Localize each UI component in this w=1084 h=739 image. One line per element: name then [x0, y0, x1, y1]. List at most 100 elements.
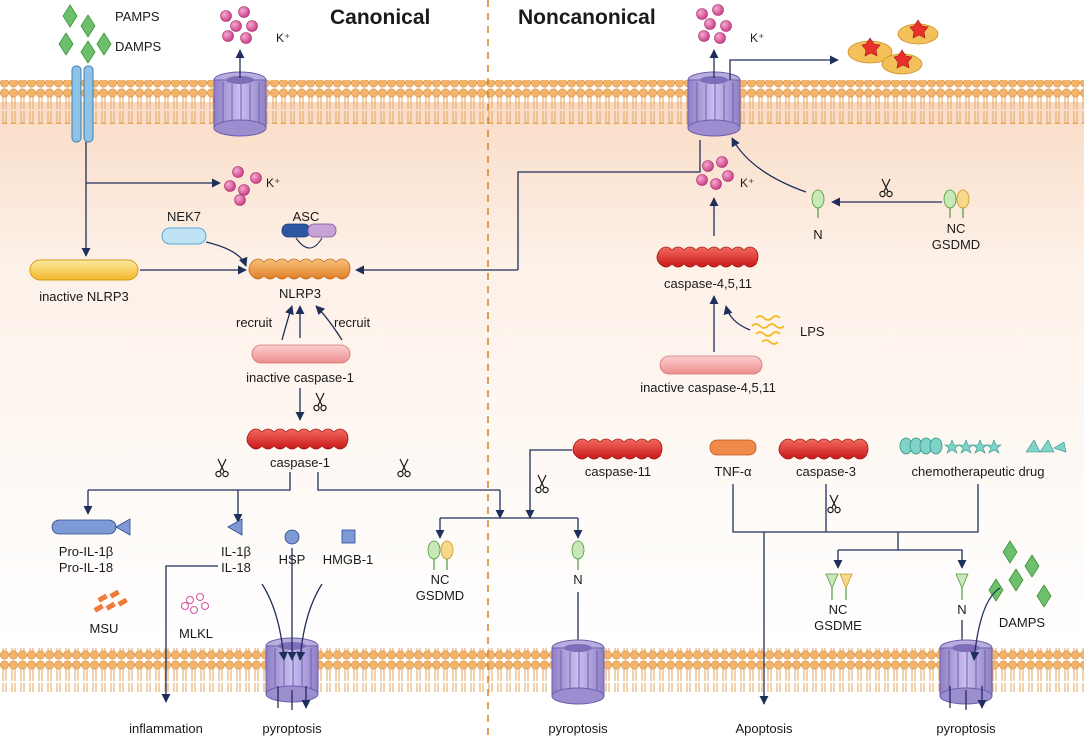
caspase-11-shape: [572, 438, 663, 460]
hmgb1-release-arrow: [296, 583, 323, 661]
n-top-right-label: N: [813, 227, 822, 242]
nlrp3-label: NLRP3: [279, 286, 321, 301]
asc-card-shape: [307, 223, 337, 238]
gsdmd-full-length-icon: [427, 540, 454, 570]
caspase-11-label: caspase-11: [585, 464, 651, 479]
inactive-nlrp3-shape: [29, 259, 139, 281]
canonical-heading: Canonical: [330, 6, 430, 29]
gsdme-label: GSDME: [814, 618, 862, 633]
arrow-nek7-to-nlrp3: [205, 241, 248, 267]
pro-il1b-label: Pro-IL-1β: [59, 544, 113, 559]
apoptosis-convergence-line: [732, 484, 979, 533]
pore-efflux-arrows-right: [949, 686, 982, 710]
il-release-arrow: [261, 583, 288, 661]
il1b-label: IL-1β: [221, 544, 251, 559]
tnf-alpha-label: TNF-α: [714, 464, 752, 479]
gsdme-n-terminal-icon: [955, 573, 969, 600]
caspase-3-label: caspase-3: [796, 464, 856, 479]
gsdmd-mid-label: GSDMD: [416, 588, 464, 603]
gsdmd-pore-icon-top-left: [213, 71, 267, 137]
caspase-1-branch-right: [317, 472, 500, 491]
caspase-3-shape: [778, 438, 869, 460]
gsdmd-top-right-label: GSDMD: [932, 237, 980, 252]
inflammation-label: inflammation: [129, 721, 203, 736]
bottom-plasma-membrane: [0, 648, 1084, 692]
lps-icon: [751, 315, 785, 345]
gsdmd-pore-icon-bottom-mid: [551, 639, 605, 705]
pyroptosis-1-label: pyroptosis: [262, 721, 322, 736]
lps-label: LPS: [800, 324, 825, 339]
membrane-receptor-icon: [71, 65, 94, 143]
hmgb1-label: HMGB-1: [323, 552, 374, 567]
hmgb1-square-icon: [341, 529, 356, 544]
inactive-caspase-4-5-11-label: inactive caspase-4,5,11: [640, 380, 776, 395]
mlkl-icon: [180, 592, 210, 615]
caspase-1-branch-left: [88, 472, 291, 491]
cytoplasm-region: [0, 102, 1084, 642]
arrow-n-to-pore: [731, 137, 807, 193]
gsdmd-n-top-right-icon: [811, 189, 825, 218]
msu-crystals-icon: [93, 589, 128, 613]
k-top-right-label: K⁺: [750, 31, 764, 45]
n-bottom-right-label: N: [957, 602, 966, 617]
recruit-left-label: recruit: [236, 315, 273, 330]
pamps-label: PAMPS: [115, 9, 160, 24]
il1b-triangle-icon: [227, 518, 243, 536]
pore-efflux-arrows: [277, 686, 306, 710]
arrow-to-bacteria: [729, 55, 839, 80]
pro-il18-label: Pro-IL-18: [59, 560, 113, 575]
k-ion-cluster-top-right: [696, 4, 732, 44]
caspase-1-label: caspase-1: [270, 455, 330, 470]
asc-label: ASC: [293, 209, 320, 224]
tnf-alpha-shape: [709, 439, 757, 456]
pro-il-precursor-icon: [51, 518, 131, 536]
arrow-lps-binding: [723, 305, 751, 331]
noncanonical-heading: Noncanonical: [518, 6, 656, 29]
top-plasma-membrane: [0, 80, 1084, 124]
hsp-circle-icon: [284, 529, 300, 545]
msu-label: MSU: [90, 621, 119, 636]
inactive-nlrp3-label: inactive NLRP3: [39, 289, 129, 304]
damps-bottom-label: DAMPS: [999, 615, 1046, 630]
gsdmd-top-right-icon: [943, 189, 970, 218]
nek7-shape: [161, 227, 207, 245]
damps-top-label: DAMPS: [115, 39, 162, 54]
caspase-1-shape: [246, 428, 349, 450]
arrow-to-inflammation: [161, 565, 218, 703]
k-mid-left-label: K⁺: [266, 176, 280, 190]
asc-pyd-shape: [281, 223, 311, 238]
nc-bottom-right-label: NC: [829, 602, 848, 617]
caspase-4-5-11-shape: [656, 246, 759, 268]
mlkl-label: MLKL: [179, 626, 213, 641]
recruit-right-label: recruit: [334, 315, 371, 330]
asc-link: [295, 237, 323, 249]
il18-label: IL-18: [221, 560, 251, 575]
nek7-label: NEK7: [167, 209, 201, 224]
k-ion-cluster-top-left: [220, 6, 258, 44]
arrow-damps-release: [970, 587, 1001, 661]
arrow-recruit-right: [315, 305, 343, 341]
k-mid-right-label: K⁺: [740, 176, 754, 190]
nc-top-right-label: NC: [947, 221, 966, 236]
arrow-caspase-11-to-gsdmd: [525, 449, 572, 519]
chemotherapeutic-drug-label: chemotherapeutic drug: [912, 464, 1045, 479]
pore-signal-line: [517, 140, 701, 270]
gsdmd-n-terminal-icon: [571, 540, 585, 570]
gsdme-full-length-icon: [825, 573, 853, 600]
arrow-recruit-left: [281, 305, 294, 341]
nc-mid-label: NC: [431, 572, 450, 587]
n-mid-label: N: [573, 572, 582, 587]
inactive-caspase-1-label: inactive caspase-1: [246, 370, 354, 385]
chemotherapeutic-drug-icon: [899, 437, 1067, 455]
nlrp3-inflammasome-shape: [248, 258, 351, 280]
arrow-to-gsdme-n: [898, 549, 967, 569]
pyroptosis-2-label: pyroptosis: [548, 721, 608, 736]
pyroptosis-3-label: pyroptosis: [936, 721, 996, 736]
caspase-4-5-11-label: caspase-4,5,11: [664, 276, 752, 291]
inactive-caspase-1-shape: [251, 344, 351, 364]
bacteria-icon: [847, 19, 939, 75]
pamps-damps-icon: [58, 4, 112, 64]
inactive-caspase-4-5-11-shape: [659, 355, 763, 375]
apoptosis-label: Apoptosis: [735, 721, 793, 736]
